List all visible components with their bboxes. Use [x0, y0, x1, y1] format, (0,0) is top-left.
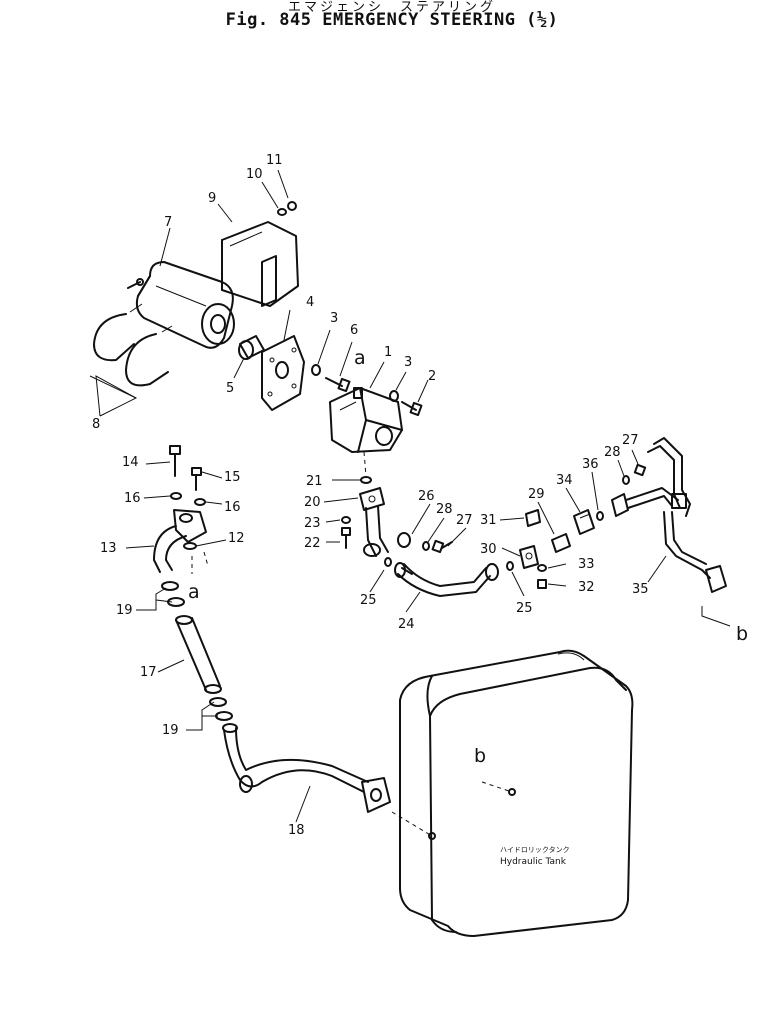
washer-16-right — [194, 498, 206, 506]
bolt-27-right — [633, 463, 647, 477]
tank-label-jp: ハイドロリックタンク — [500, 845, 570, 854]
callout-25: 25 — [360, 593, 377, 608]
callout-21: 21 — [306, 474, 323, 489]
washer-33 — [537, 564, 547, 572]
bracket-9 — [221, 221, 299, 307]
pump-1 — [329, 387, 403, 453]
callout-29: 29 — [528, 487, 545, 502]
bolt-6 — [325, 377, 351, 393]
o-ring-12 — [183, 542, 197, 550]
leader-lines — [89, 169, 731, 837]
bolt-32 — [537, 579, 547, 589]
callout-11: 11 — [266, 153, 283, 168]
washer-3-left — [311, 364, 321, 376]
nut-11 — [287, 201, 297, 211]
callout-35: 35 — [632, 582, 649, 597]
callout-2: 2 — [428, 369, 436, 384]
bolt-22 — [341, 527, 351, 549]
clamp-30 — [519, 545, 539, 569]
callout-15: 15 — [224, 470, 241, 485]
callout-28: 28 — [604, 445, 621, 460]
hydraulic-tank — [399, 649, 634, 937]
plate-4 — [261, 335, 305, 411]
clamps-19-lower — [209, 697, 233, 721]
callout-18: 18 — [288, 823, 305, 838]
callout-9: 9 — [208, 191, 216, 206]
callout-17: 17 — [140, 665, 157, 680]
hose-17 — [175, 615, 222, 694]
callout-28: 28 — [436, 502, 453, 517]
callout-25: 25 — [516, 601, 533, 616]
motor-7 — [127, 261, 235, 349]
callout-22: 22 — [304, 536, 321, 551]
plug-26 — [397, 532, 411, 548]
callout-13: 13 — [100, 541, 117, 556]
callout-27: 27 — [622, 433, 639, 448]
bolt-15 — [191, 467, 202, 491]
washer-16-left — [170, 492, 182, 500]
flange-elbow-20 — [359, 487, 389, 557]
callout-14: 14 — [122, 455, 139, 470]
o-ring-25-right — [506, 561, 514, 571]
callout-34: 34 — [556, 473, 573, 488]
callout-27: 27 — [456, 513, 473, 528]
callout-5: 5 — [226, 381, 234, 396]
clamp-31 — [525, 509, 541, 527]
callout-3: 3 — [404, 355, 412, 370]
clamps-19-upper — [161, 581, 185, 607]
o-ring-36 — [596, 511, 604, 521]
washer-3-right — [389, 390, 399, 402]
coupling-5 — [238, 335, 265, 360]
callout-33: 33 — [578, 557, 595, 572]
washer-10 — [277, 208, 287, 216]
title-japanese: エマジェンシ ステアリング — [287, 0, 496, 15]
callout-10: 10 — [246, 167, 263, 182]
adapter-34 — [573, 509, 595, 535]
washer-23 — [341, 516, 351, 524]
callout-26: 26 — [418, 489, 435, 504]
tank-label-en: Hydraulic Tank — [500, 857, 567, 867]
bolt-27-left — [431, 539, 453, 554]
washer-28-left — [422, 541, 430, 551]
callout-30: 30 — [480, 542, 497, 557]
callout-19: 19 — [116, 603, 133, 618]
callout-23: 23 — [304, 516, 321, 531]
callout-4: 4 — [306, 295, 314, 310]
ref-b-tank: b — [474, 745, 486, 767]
washer-28-right — [622, 475, 630, 485]
elbow-13 — [153, 509, 207, 573]
callout-1: 1 — [384, 345, 392, 360]
callout-20: 20 — [304, 495, 321, 510]
hose-24 — [394, 562, 499, 597]
callout-16: 16 — [224, 500, 241, 515]
o-ring-21 — [360, 476, 372, 484]
callout-6: 6 — [350, 323, 358, 338]
callout-3: 3 — [330, 311, 338, 326]
ref-b-tube: b — [736, 623, 748, 645]
connector-29 — [551, 533, 571, 553]
o-ring-25-left — [384, 557, 392, 567]
callout-19: 19 — [162, 723, 179, 738]
callout-labels: 1 2 3 3 4 5 6 7 8 9 10 11 12 13 14 15 16… — [92, 153, 649, 838]
callout-36: 36 — [582, 457, 599, 472]
bolt-2 — [401, 401, 423, 417]
callout-7: 7 — [164, 215, 172, 230]
bolt-14 — [169, 445, 181, 477]
pipe-18 — [222, 723, 391, 813]
callout-16: 16 — [124, 491, 141, 506]
ref-a-pump: a — [354, 347, 366, 369]
connection-refs: a a b b — [188, 347, 748, 767]
callout-31: 31 — [480, 513, 497, 528]
figure-title: Fig. 845 EMERGENCY STEERING (½) — [225, 10, 559, 30]
u-bolts-8 — [93, 303, 173, 387]
tube-35 — [611, 437, 727, 593]
callout-32: 32 — [578, 580, 595, 595]
callout-8: 8 — [92, 417, 100, 432]
callout-12: 12 — [228, 531, 245, 546]
callout-24: 24 — [398, 617, 415, 632]
ref-a-pipe: a — [188, 581, 200, 603]
